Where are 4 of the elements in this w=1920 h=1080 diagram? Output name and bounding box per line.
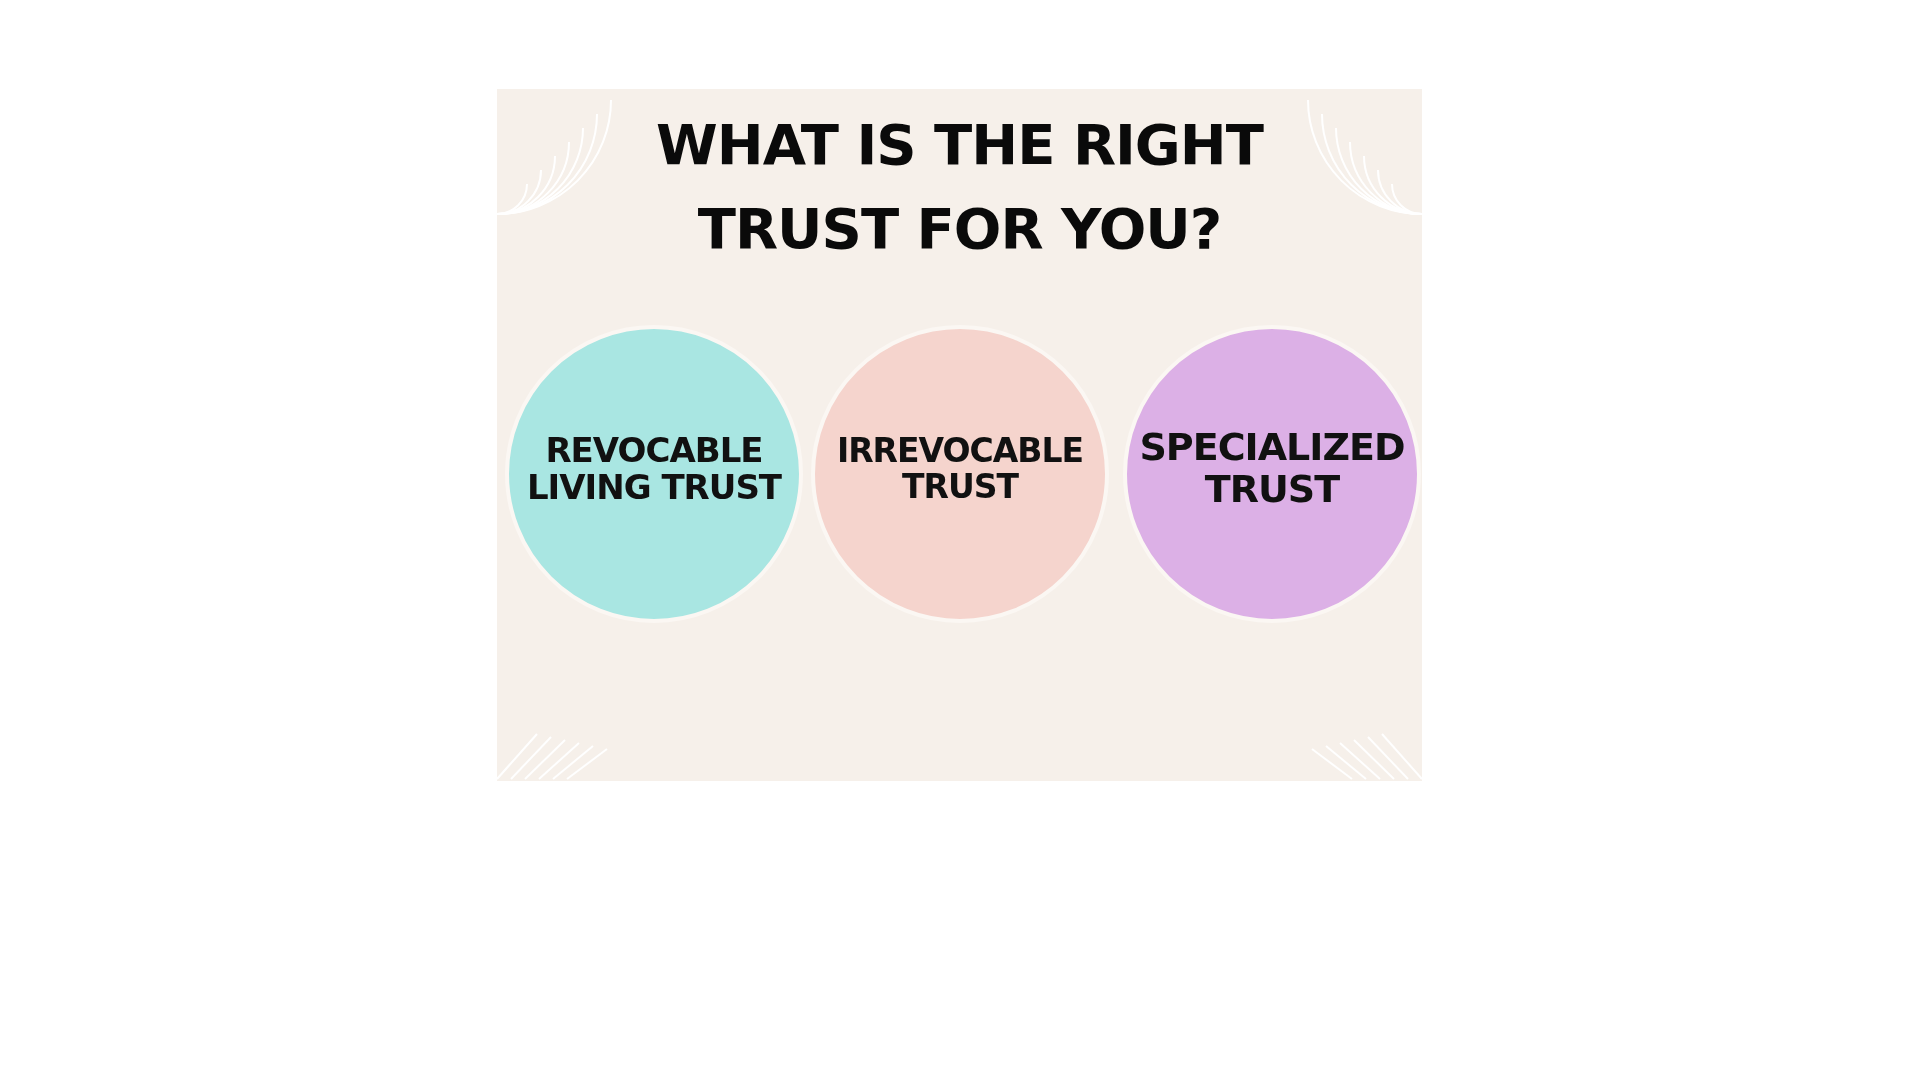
- trust-label: SPECIALIZED TRUST: [1139, 427, 1405, 511]
- trust-label: IRREVOCABLE TRUST: [835, 432, 1085, 506]
- trust-label: REVOCABLE LIVING TRUST: [525, 431, 783, 507]
- title: WHAT IS THE RIGHT TRUST FOR YOU?: [655, 111, 1265, 263]
